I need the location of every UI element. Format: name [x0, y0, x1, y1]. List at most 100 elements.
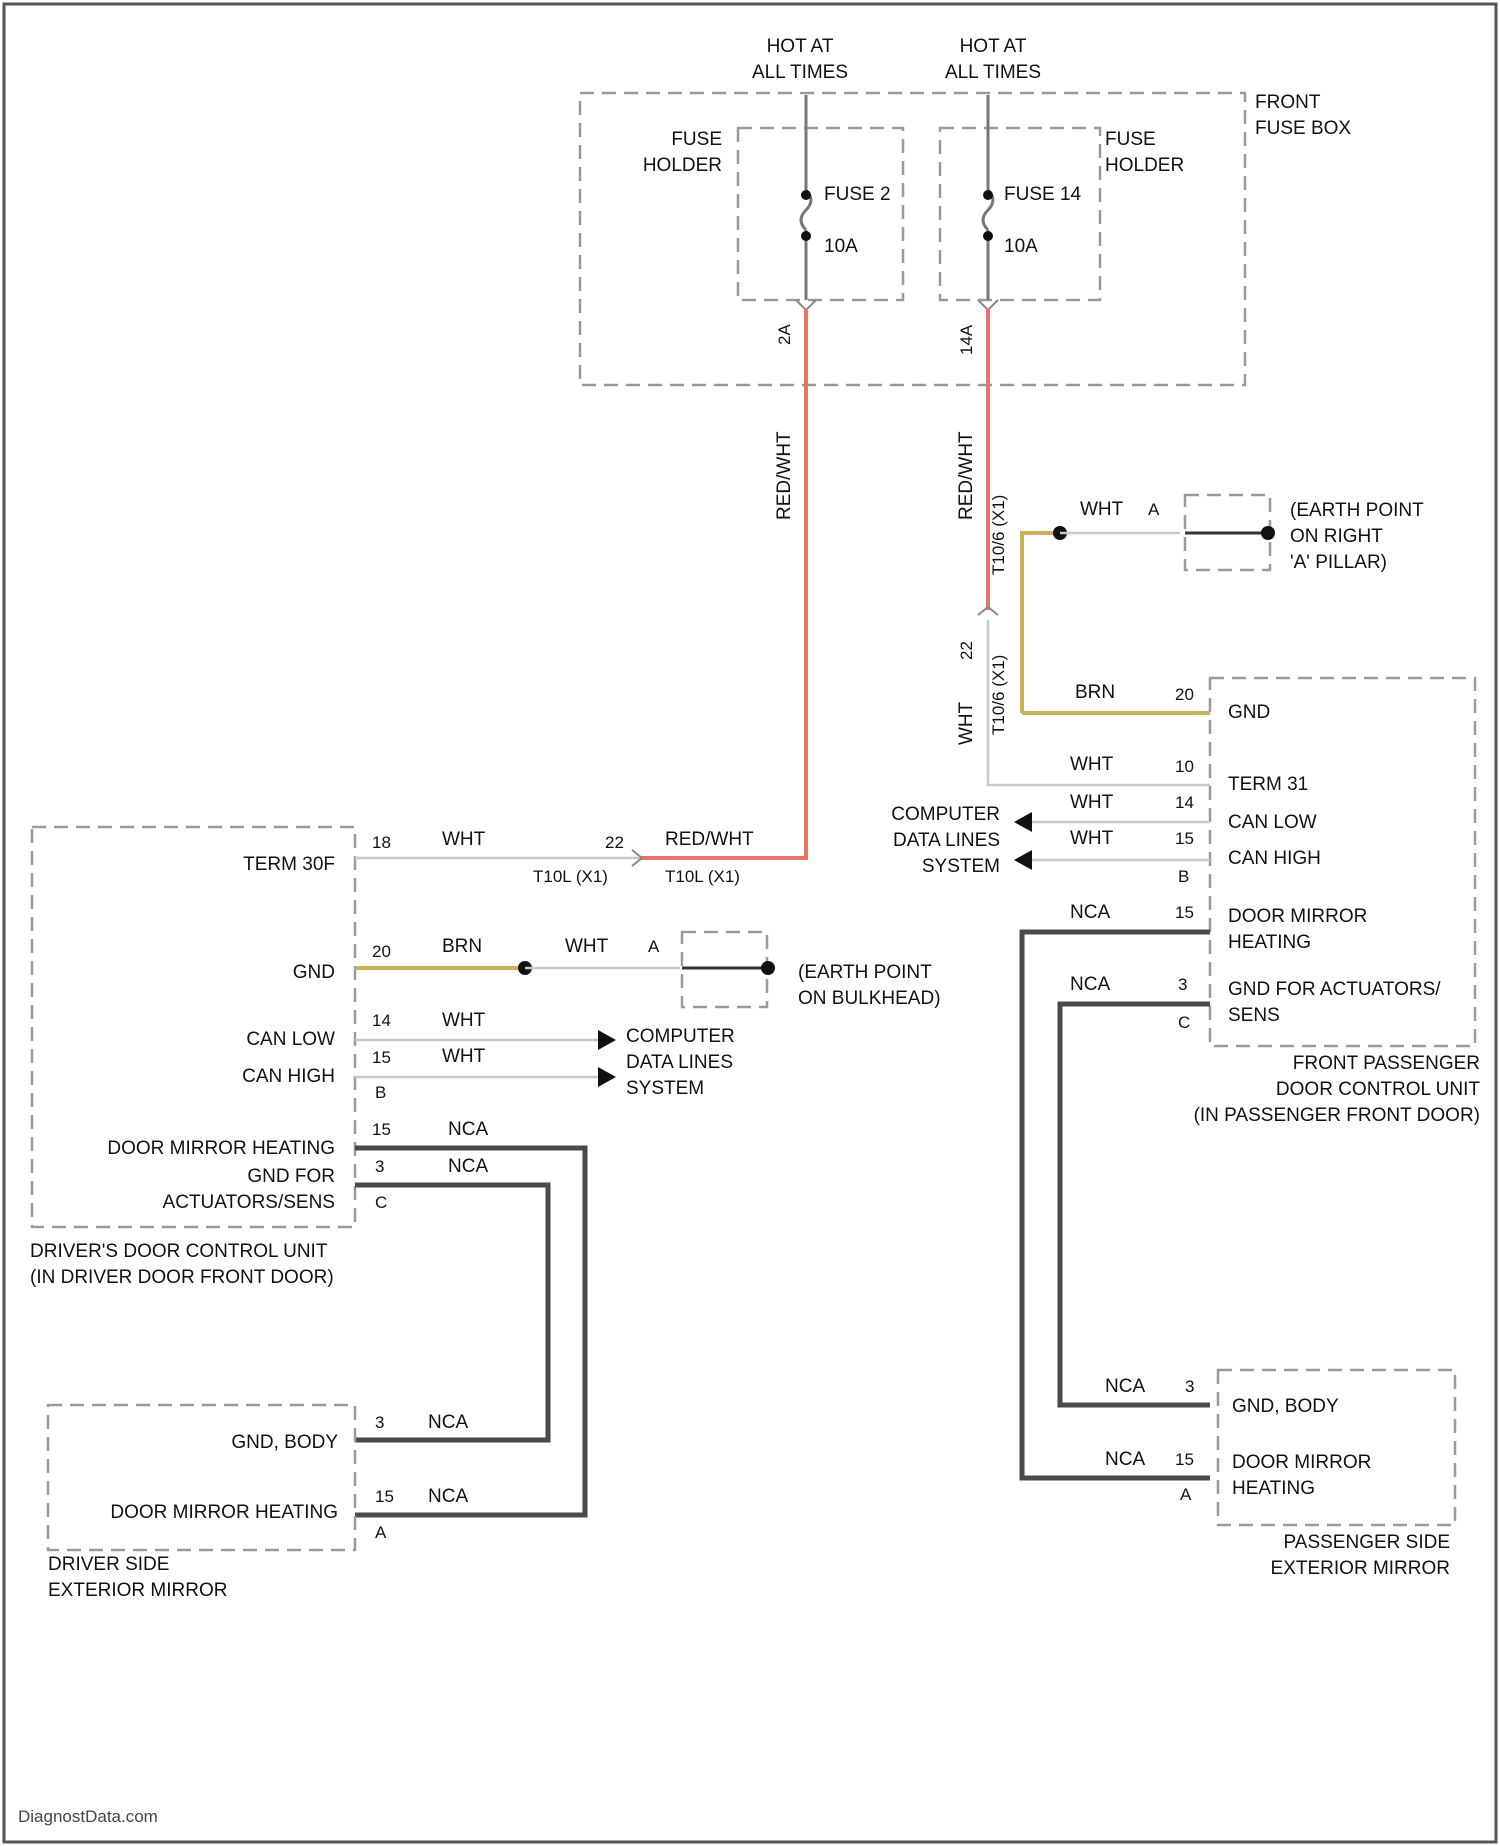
driver-canhigh-label: CAN HIGH	[242, 1066, 335, 1087]
passenger-can-high-arrow	[1014, 850, 1032, 870]
dmirror-heat-label: DOOR MIRROR HEATING	[110, 1502, 338, 1523]
driver-cdl-label-3: SYSTEM	[626, 1078, 704, 1099]
pmirror-heat-wire: NCA	[1105, 1449, 1145, 1470]
fuse-right-node-bottom	[983, 231, 993, 241]
right-connector-pin: 22	[957, 641, 976, 660]
passenger-unit-name: FRONT PASSENGER	[1293, 1053, 1480, 1074]
driver-canlow-wire: WHT	[442, 1010, 486, 1031]
driver-unit-name: DRIVER'S DOOR CONTROL UNIT	[30, 1241, 328, 1262]
earth-left-point	[761, 961, 775, 975]
pmirror-heat-pin: 15	[1175, 1450, 1194, 1469]
driver-connector-label-left: T10L (X1)	[533, 867, 608, 886]
driver-act-wire: NCA	[448, 1156, 488, 1177]
passenger-pin-b: B	[1178, 867, 1189, 886]
passenger-act-label-2: SENS	[1228, 1005, 1280, 1026]
passenger-gnd-label: GND	[1228, 702, 1270, 723]
driver-connector-wire: RED/WHT	[665, 829, 754, 850]
passenger-mirror-label: DOOR MIRROR	[1228, 906, 1367, 927]
passenger-act-pin: 3	[1178, 975, 1187, 994]
hot-at-all-times-left-2: ALL TIMES	[752, 62, 848, 83]
earth-right-label: (EARTH POINT	[1290, 500, 1424, 521]
passenger-gnd-wire: BRN	[1075, 682, 1115, 703]
passenger-canhigh-pin: 15	[1175, 829, 1194, 848]
fuse-holder-right-label-2: HOLDER	[1105, 155, 1184, 176]
dmirror-heat-wire: NCA	[428, 1486, 468, 1507]
pmirror-gnd-pin: 3	[1185, 1377, 1194, 1396]
driver-connector-pin: 22	[605, 833, 624, 852]
fuse-right-node-top	[983, 190, 993, 200]
passenger-canhigh-wire: WHT	[1070, 828, 1114, 849]
passenger-act-gnd-wire	[1060, 1004, 1210, 1405]
right-connector-mark	[978, 607, 998, 615]
driver-cdl-label-2: DATA LINES	[626, 1052, 733, 1073]
driver-connector-label-right: T10L (X1)	[665, 867, 740, 886]
fuse-2-label: FUSE 2	[824, 184, 891, 205]
passenger-act-wire: NCA	[1070, 974, 1110, 995]
fuse-14-rating: 10A	[1004, 236, 1038, 257]
right-connector-top-label: T10/6 (X1)	[989, 495, 1008, 575]
driver-unit-name-2: (IN DRIVER DOOR FRONT DOOR)	[30, 1267, 334, 1288]
fuse-right-pin: 14A	[957, 324, 976, 355]
passenger-cdl-label-3: SYSTEM	[922, 856, 1000, 877]
passenger-canlow-pin: 14	[1175, 793, 1194, 812]
passenger-can-low-arrow	[1014, 812, 1032, 832]
driver-can-high-arrow	[598, 1067, 616, 1087]
passenger-term-wire: WHT	[1070, 754, 1114, 775]
dmirror-gnd-pin: 3	[375, 1413, 384, 1432]
passenger-term-label: TERM 31	[1228, 774, 1308, 795]
passenger-canlow-wire: WHT	[1070, 792, 1114, 813]
fuse-holder-left-label-2: HOLDER	[643, 155, 722, 176]
pmirror-name: PASSENGER SIDE	[1284, 1532, 1450, 1553]
driver-gnd-wire: BRN	[442, 936, 482, 957]
driver-mirror-label: DOOR MIRROR HEATING	[107, 1138, 335, 1159]
fuse-left-node-top	[801, 190, 811, 200]
pmirror-gnd-label: GND, BODY	[1232, 1396, 1339, 1417]
driver-term-label: TERM 30F	[243, 854, 335, 875]
driver-canhigh-wire: WHT	[442, 1046, 486, 1067]
dmirror-pin-a: A	[375, 1523, 387, 1542]
passenger-pin-c: C	[1178, 1013, 1190, 1032]
fuse-holder-right	[940, 128, 1100, 300]
driver-act-label: GND FOR	[247, 1166, 335, 1187]
driver-pin-b: B	[375, 1083, 386, 1102]
passenger-mirror-wire: NCA	[1070, 902, 1110, 923]
pmirror-heat-label: DOOR MIRROR	[1232, 1452, 1371, 1473]
hot-at-all-times-right-2: ALL TIMES	[945, 62, 1041, 83]
passenger-term-pin: 10	[1175, 757, 1194, 776]
driver-term-wire-label: WHT	[442, 829, 486, 850]
pmirror-name-2: EXTERIOR MIRROR	[1271, 1558, 1450, 1579]
fuse-holder-left	[738, 128, 903, 300]
right-wht-vertical-label: WHT	[956, 701, 977, 745]
watermark: DiagnostData.com	[18, 1807, 158, 1826]
hot-at-all-times-left: HOT AT	[767, 36, 834, 57]
fuse-holder-left-label: FUSE	[671, 129, 722, 150]
driver-act-label-2: ACTUATORS/SENS	[163, 1192, 335, 1213]
fuse-14-label: FUSE 14	[1004, 184, 1082, 205]
passenger-mirror-pin: 15	[1175, 903, 1194, 922]
pmirror-heat-label-2: HEATING	[1232, 1478, 1315, 1499]
earth-right-point	[1261, 526, 1275, 540]
front-fuse-box-label-2: FUSE BOX	[1255, 118, 1351, 139]
driver-mirror-wire: NCA	[448, 1119, 488, 1140]
driver-pin-c: C	[375, 1193, 387, 1212]
driver-cdl-label: COMPUTER	[626, 1026, 735, 1047]
left-wire-color: RED/WHT	[774, 431, 795, 520]
driver-canhigh-pin: 15	[372, 1048, 391, 1067]
driver-canlow-pin: 14	[372, 1011, 391, 1030]
driver-gnd-pin: 20	[372, 942, 391, 961]
earth-left-label-2: ON BULKHEAD)	[798, 988, 941, 1009]
passenger-unit-name-2: DOOR CONTROL UNIT	[1276, 1079, 1480, 1100]
passenger-canhigh-label: CAN HIGH	[1228, 848, 1321, 869]
passenger-cdl-label-2: DATA LINES	[893, 830, 1000, 851]
earth-right-label-3: 'A' PILLAR)	[1290, 552, 1387, 573]
dmirror-name-2: EXTERIOR MIRROR	[48, 1580, 227, 1601]
fuse-2-rating: 10A	[824, 236, 858, 257]
pmirror-pin-a: A	[1180, 1485, 1192, 1504]
earth-left-pin: A	[648, 937, 660, 956]
front-fuse-box-label: FRONT	[1255, 92, 1321, 113]
passenger-unit-name-3: (IN PASSENGER FRONT DOOR)	[1194, 1105, 1480, 1126]
hot-at-all-times-right: HOT AT	[960, 36, 1027, 57]
earth-right-label-2: ON RIGHT	[1290, 526, 1383, 547]
